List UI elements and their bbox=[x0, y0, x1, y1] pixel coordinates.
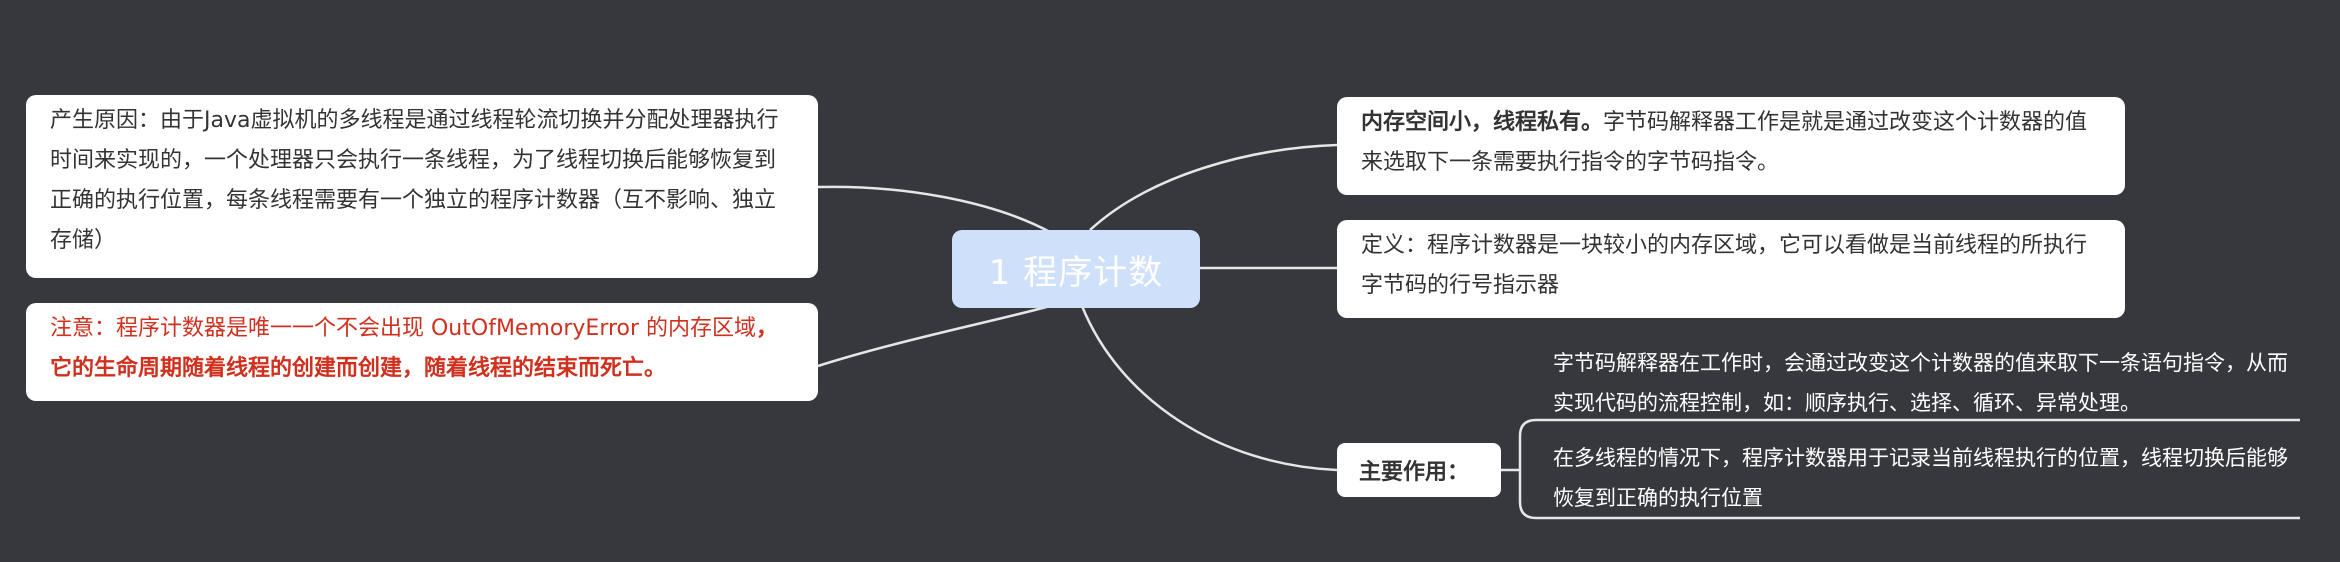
main-role-item-1[interactable]: 字节码解释器在工作时，会通过改变这个计数器的值来取下一条语句指令，从而实现代码的… bbox=[1553, 343, 2303, 423]
central-topic[interactable]: 1 程序计数 bbox=[952, 230, 1200, 308]
node-memory[interactable]: 内存空间小，线程私有。字节码解释器工作是就是通过改变这个计数器的值来选取下一条需… bbox=[1337, 97, 2125, 195]
main-role-item-1-text: 字节码解释器在工作时，会通过改变这个计数器的值来取下一条语句指令，从而实现代码的… bbox=[1553, 351, 2288, 415]
link-note bbox=[817, 304, 1051, 368]
node-cause-text: 产生原因：由于Java虚拟机的多线程是通过线程轮流切换并分配处理器执行时间来实现… bbox=[50, 108, 779, 253]
node-main-role-label: 主要作用： bbox=[1359, 460, 1470, 485]
link-main-role bbox=[1080, 305, 1338, 472]
main-role-item-2[interactable]: 在多线程的情况下，程序计数器用于记录当前线程执行的位置，线程切换后能够恢复到正确… bbox=[1553, 438, 2303, 518]
bracket-main-role bbox=[1501, 418, 2300, 520]
node-definition-text: 定义：程序计数器是一块较小的内存区域，它可以看做是当前线程的所执行字节码的行号指… bbox=[1361, 233, 2088, 298]
node-cause[interactable]: 产生原因：由于Java虚拟机的多线程是通过线程轮流切换并分配处理器执行时间来实现… bbox=[26, 95, 818, 278]
node-note-emphasis: ，它的生命周期随着线程的创建而创建，随着线程的结束而死亡。 bbox=[50, 316, 779, 381]
node-memory-text: 字节码解释器工作是就是通过改变这个计数器的值来选取下一条需要执行指令的字节码指令… bbox=[1361, 110, 2088, 175]
node-note-text: 注意：程序计数器是唯一一个不会出现 OutOfMemoryError 的内存区域 bbox=[50, 316, 757, 341]
link-cause bbox=[817, 185, 1051, 234]
node-definition[interactable]: 定义：程序计数器是一块较小的内存区域，它可以看做是当前线程的所执行字节码的行号指… bbox=[1337, 220, 2125, 318]
node-note[interactable]: 注意：程序计数器是唯一一个不会出现 OutOfMemoryError 的内存区域… bbox=[26, 303, 818, 401]
node-memory-emphasis: 内存空间小，线程私有。 bbox=[1361, 110, 1604, 135]
link-memory bbox=[1089, 143, 1338, 231]
node-main-role[interactable]: 主要作用： bbox=[1337, 443, 1501, 497]
main-role-item-2-text: 在多线程的情况下，程序计数器用于记录当前线程执行的位置，线程切换后能够恢复到正确… bbox=[1553, 446, 2288, 510]
central-topic-label: 1 程序计数 bbox=[988, 252, 1164, 293]
